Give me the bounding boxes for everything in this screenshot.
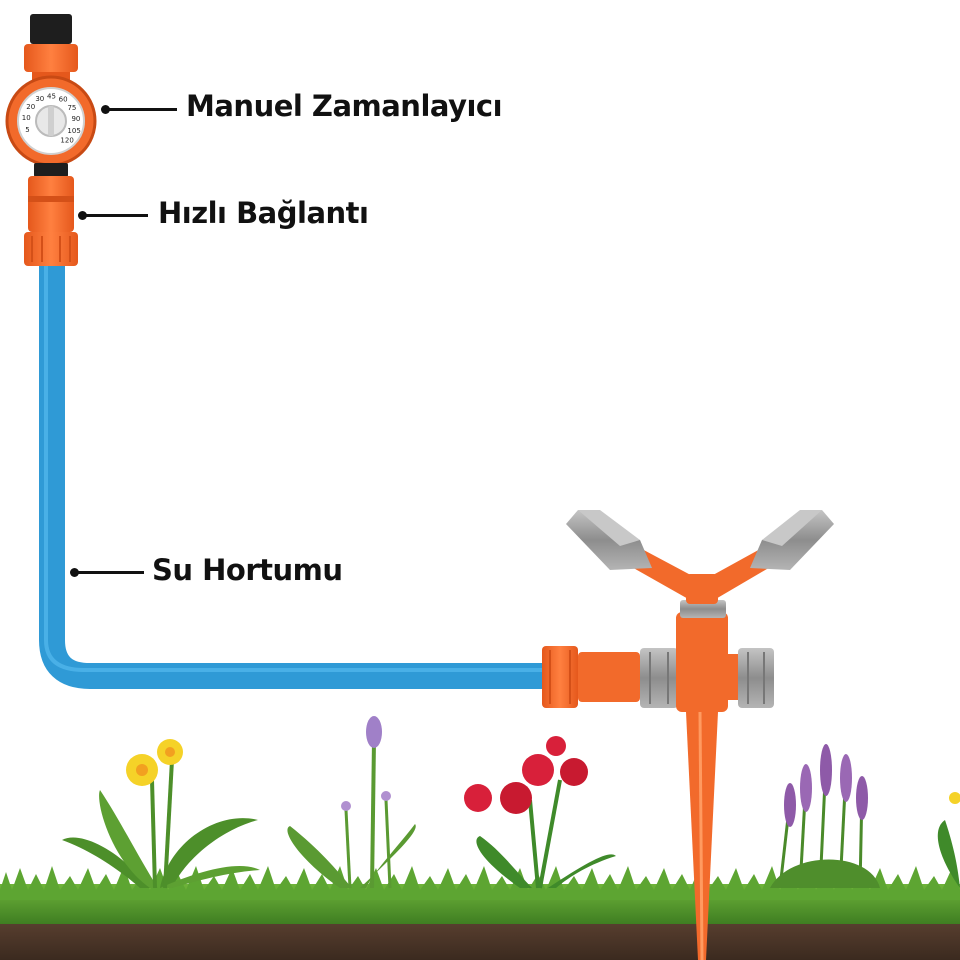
plant-red-lily <box>464 736 616 889</box>
plant-daffodil <box>62 739 260 889</box>
plant-lavender <box>770 744 880 889</box>
timer-label: Manuel Zamanlayıcı <box>186 89 503 123</box>
quick-connector-label: Hızlı Bağlantı <box>158 196 369 230</box>
soil-strip <box>0 920 960 960</box>
sprinkler-right-nozzle <box>750 510 834 570</box>
connector-callout-line <box>82 214 148 217</box>
grass-blades <box>0 866 960 900</box>
dial-number: 90 <box>71 115 80 123</box>
plant-purple-stalk <box>287 716 416 889</box>
hose-callout-line <box>74 571 144 574</box>
hose-label: Su Hortumu <box>152 553 343 587</box>
dial-number: 20 <box>26 103 35 111</box>
sprinkler-left-nozzle <box>566 510 652 570</box>
water-hose <box>39 262 548 689</box>
tap-pipe <box>30 14 72 44</box>
sprinkler <box>542 510 834 960</box>
timer-callout-line <box>105 108 177 111</box>
dial-number: 60 <box>59 96 68 104</box>
dial-number: 45 <box>47 93 56 101</box>
dial-number: 10 <box>22 114 31 122</box>
dial-number: 120 <box>60 137 73 145</box>
plant-right-edge <box>937 792 960 888</box>
dial-number: 75 <box>67 104 76 112</box>
ground <box>0 866 960 960</box>
dial-number: 105 <box>67 127 80 135</box>
dial-number: 30 <box>35 95 44 103</box>
quick-connector <box>28 176 74 232</box>
dial-number: 5 <box>25 126 29 134</box>
